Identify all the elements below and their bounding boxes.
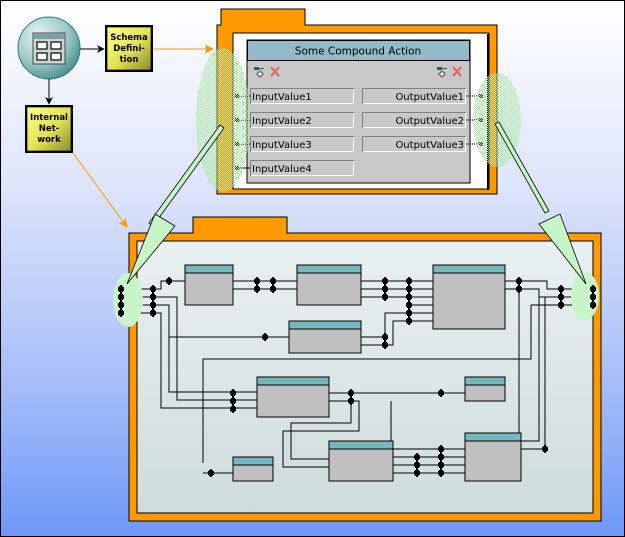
junction-dot (348, 389, 354, 397)
junction-dot (406, 301, 412, 309)
output-field-2[interactable]: OutputValue2 (362, 112, 466, 128)
junction-dot (382, 293, 388, 301)
add-input-button[interactable] (254, 67, 264, 78)
input-label-4: InputValue4 (252, 164, 312, 175)
delete-output-button[interactable] (452, 66, 462, 77)
junction-dot (254, 277, 260, 285)
junction-dot (270, 285, 276, 293)
input-field-1[interactable]: InputValue1 (250, 88, 354, 104)
junction-dots (118, 277, 596, 477)
junction-dot (438, 445, 444, 453)
junction-dot (590, 285, 596, 293)
network-label-line3: work (37, 135, 61, 145)
output-label-2: OutputValue2 (395, 116, 464, 127)
junction-dot (406, 317, 412, 325)
output-field-1[interactable]: OutputValue1 (362, 88, 466, 104)
schema-label-line3: tion (120, 55, 139, 65)
add-output-button[interactable] (437, 67, 447, 78)
input-field-2[interactable]: InputValue2 (250, 112, 354, 128)
junction-dot (262, 333, 268, 341)
network-label-line1: Internal (30, 113, 68, 123)
delete-input-button[interactable] (270, 66, 280, 77)
schema-label-line2: Defini- (113, 44, 145, 54)
output-field-3[interactable]: OutputValue3 (362, 136, 466, 152)
junction-dot (558, 301, 564, 309)
add-port-icon (254, 67, 264, 78)
junction-dot (230, 397, 236, 405)
action-box[interactable] (296, 264, 362, 306)
junction-dot (414, 453, 420, 461)
junction-dot (542, 445, 548, 453)
junction-dot (414, 461, 420, 469)
layout-grid-icon (32, 32, 66, 65)
junction-dot (150, 309, 156, 317)
junction-dot (438, 389, 444, 397)
junction-dot (438, 461, 444, 469)
action-box[interactable] (464, 432, 522, 482)
junction-dot (208, 469, 214, 477)
junction-dot (590, 293, 596, 301)
orange-arrow-to-network (72, 152, 128, 228)
junction-dot (382, 285, 388, 293)
zoom-beam-left (126, 124, 225, 285)
junction-dot (406, 285, 412, 293)
junction-dot (118, 293, 124, 301)
compound-action-title: Some Compound Action (295, 46, 421, 58)
action-box[interactable] (256, 376, 330, 418)
junction-dot (118, 285, 124, 293)
delete-icon (452, 66, 462, 77)
junction-dot (382, 333, 388, 341)
junction-dot (590, 301, 596, 309)
junction-dot (438, 469, 444, 477)
junction-dot (438, 453, 444, 461)
internal-network-node[interactable]: Internal Net- work (25, 105, 73, 153)
junction-dot (516, 277, 522, 285)
network-actions (184, 264, 522, 482)
junction-dot (382, 341, 388, 349)
add-port-icon (437, 67, 447, 78)
junction-dot (382, 277, 388, 285)
root-node[interactable] (17, 16, 81, 80)
junction-dot (230, 405, 236, 413)
junction-dot (150, 293, 156, 301)
schema-definition-node[interactable]: Schema Defini- tion (105, 25, 153, 72)
action-box[interactable] (288, 320, 362, 354)
input-field-4[interactable]: InputValue4 (250, 160, 354, 176)
input-label-1: InputValue1 (252, 92, 312, 103)
input-label-3: InputValue3 (252, 140, 312, 151)
junction-dot (150, 301, 156, 309)
output-label-3: OutputValue3 (395, 140, 464, 151)
input-highlight (196, 48, 250, 192)
delete-icon (270, 66, 280, 77)
junction-dot (254, 285, 260, 293)
junction-dot (406, 277, 412, 285)
network-label-line2: Net- (39, 124, 60, 134)
junction-dot (166, 277, 172, 285)
junction-dot (230, 389, 236, 397)
junction-dot (414, 469, 420, 477)
action-box[interactable] (432, 264, 506, 330)
junction-dot (516, 285, 522, 293)
junction-dot (406, 293, 412, 301)
action-box[interactable] (464, 376, 506, 402)
action-box[interactable] (184, 264, 234, 306)
action-box[interactable] (328, 440, 394, 482)
action-box[interactable] (232, 456, 274, 482)
input-field-3[interactable]: InputValue3 (250, 136, 354, 152)
junction-dot (118, 301, 124, 309)
junction-dot (348, 397, 354, 405)
junction-dot (558, 293, 564, 301)
junction-dot (150, 285, 156, 293)
zoom-beam-right (494, 121, 587, 285)
junction-dot (558, 285, 564, 293)
junction-dot (270, 277, 276, 285)
junction-dot (118, 309, 124, 317)
compound-action-panel[interactable]: Some Compound Action (246, 39, 471, 184)
junction-dot (406, 309, 412, 317)
schema-label-line1: Schema (110, 33, 148, 43)
input-label-2: InputValue2 (252, 116, 312, 127)
output-label-1: OutputValue1 (395, 92, 464, 103)
